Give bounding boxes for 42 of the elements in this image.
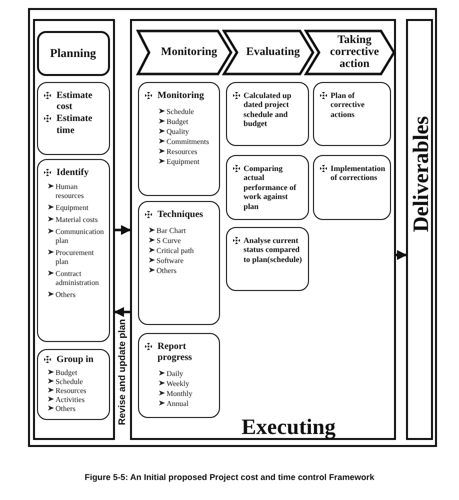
phase-label: Planning	[50, 46, 96, 60]
arrow	[396, 250, 407, 260]
figure-caption: Figure 5-5: An Initial proposed Project cost and time control Framework	[84, 472, 376, 482]
arrow	[114, 307, 130, 317]
item-heading: Monitoring	[158, 90, 204, 102]
rounded-card	[36, 348, 110, 420]
edge-label: Revise and update plan	[117, 319, 128, 426]
arrow	[115, 225, 131, 235]
rounded-card	[138, 200, 220, 324]
rounded-card	[312, 82, 390, 146]
outer-frame	[28, 8, 437, 447]
item-heading: Group in	[56, 354, 94, 366]
item-heading: Implementation of corrections	[330, 164, 386, 183]
step-label: Monitoring	[160, 46, 218, 58]
chevron-step	[222, 28, 314, 76]
step-label: Taking corrective action	[329, 34, 380, 70]
output-label: Deliverables	[408, 116, 430, 232]
rounded-card	[226, 154, 308, 220]
item-heading: Analyse current status compared to plan(schedule)	[244, 236, 303, 264]
rounded-card	[138, 332, 220, 418]
item-heading: Estimate time	[56, 114, 94, 138]
item-heading: Identify	[56, 168, 89, 179]
chevron-step	[304, 28, 396, 76]
step-label: Evaluating	[245, 46, 300, 58]
rounded-card	[138, 82, 220, 196]
output-panel	[406, 18, 432, 440]
item-heading: Report progress	[158, 342, 193, 364]
rounded-card	[36, 82, 110, 154]
rounded-card	[226, 226, 308, 290]
item-heading: Comparing actual performance of work against plan	[244, 164, 298, 212]
rounded-card	[226, 82, 308, 146]
chevron-step	[136, 28, 232, 76]
item-heading: Techniques	[158, 210, 204, 221]
rounded-card	[312, 154, 390, 220]
phase-label: Executing	[242, 414, 336, 440]
item-heading: Plan of corrective actions	[330, 90, 366, 120]
phase-panel	[130, 18, 396, 440]
item-heading: Estimate cost	[56, 90, 94, 114]
phase-title-box	[36, 30, 110, 76]
rounded-card	[36, 158, 110, 342]
column-panel	[32, 18, 114, 440]
item-heading: Calculated up dated project schedule and budget	[244, 90, 292, 129]
